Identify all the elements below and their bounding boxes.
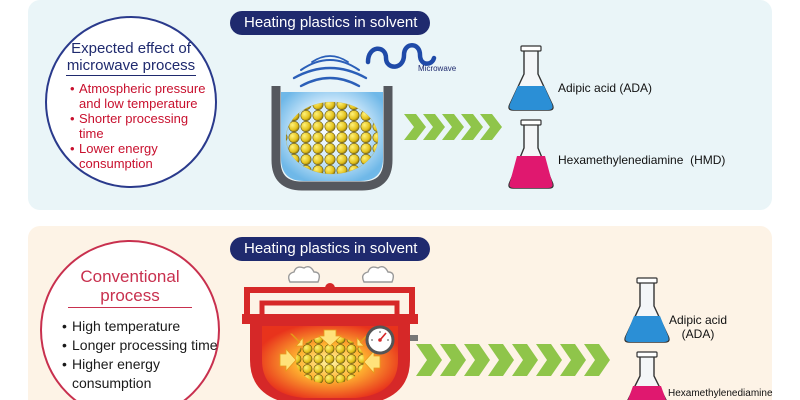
product-label-ada: Adipic acid (ADA)	[558, 81, 653, 95]
product-label-text: Adipic acid (ADA)	[668, 313, 728, 341]
section-header: Heating plastics in solvent	[230, 11, 430, 35]
effect-list: High temperature Longer processing time …	[62, 317, 222, 393]
callout-title: Conventional process	[80, 267, 180, 305]
list-item: High temperature	[62, 317, 222, 336]
microwave-emitter-icon	[365, 43, 437, 69]
list-item: Higher energy consumption	[62, 355, 222, 393]
product-label-ada: Adipic acid (ADA)	[668, 313, 728, 341]
divider	[68, 307, 192, 308]
callout-title: Expected effect of microwave process	[66, 40, 196, 74]
effect-list: Atmospheric pressure and low temperature…	[70, 81, 210, 171]
list-item: Lower energy consumption	[70, 141, 210, 171]
microwave-label: Microwave	[418, 64, 457, 73]
list-item: Atmospheric pressure and low temperature	[70, 81, 210, 111]
process-arrow-icon	[404, 114, 502, 140]
process-arrow-icon	[416, 344, 610, 376]
flask-ada-icon	[624, 277, 670, 343]
product-label-hmd: Hexamethylenediamine	[668, 388, 773, 399]
pressure-gauge-icon	[365, 325, 418, 355]
flask-hmd-icon	[508, 119, 554, 189]
microwave-waves-icon	[292, 55, 368, 88]
flask-ada-icon	[508, 45, 554, 111]
microwave-vessel	[271, 86, 393, 191]
flask-hmd-icon	[627, 351, 667, 400]
steam-cloud-icon	[287, 265, 395, 283]
product-label-hmd: Hexamethylenediamine (HMD)	[558, 153, 726, 167]
list-item: Shorter processing time	[70, 111, 210, 141]
divider	[66, 75, 196, 76]
list-item: Longer processing time	[62, 336, 222, 355]
section-header: Heating plastics in solvent	[230, 237, 430, 261]
pressure-vessel	[242, 283, 418, 400]
